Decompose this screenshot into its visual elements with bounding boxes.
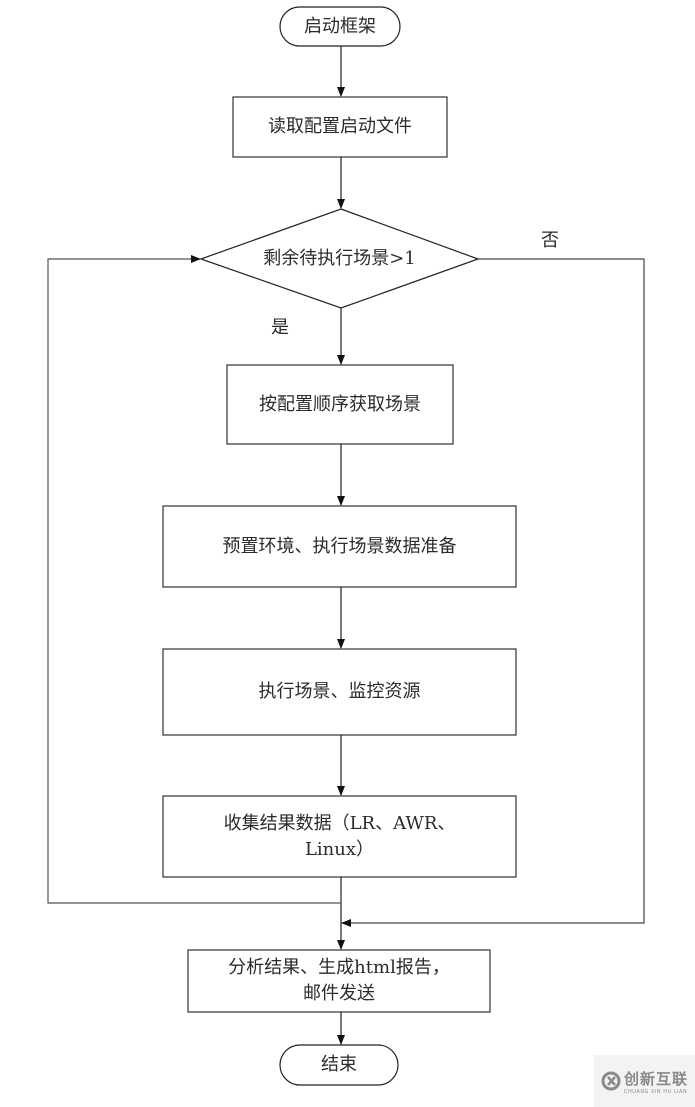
report-label-line1: 分析结果、生成html报告， [228,957,450,978]
watermark-logo-icon [601,1071,621,1091]
watermark-subtext: CHUANG XIN HU LIAN [623,1088,688,1095]
get-scene-box [226,364,454,445]
decision-label: 剩余待执行场景>1 [263,248,416,269]
no-label: 否 [541,230,559,251]
get-scene-label: 按配置顺序获取场景 [259,393,421,415]
end-terminator [279,1044,399,1086]
collect-label: 收集结果数据（LR、AWR、 Linux） [163,796,516,877]
watermark: 创新互联 CHUANG XIN HU LIAN [594,1055,695,1107]
execute-box [162,648,517,736]
read-config-label: 读取配置启动文件 [268,116,412,137]
collect-label-line1: 收集结果数据（LR、AWR、 [223,812,456,834]
loop-back-connector [47,255,341,904]
report-label-line2: 邮件发送 [303,983,375,1004]
report-label: 分析结果、生成html报告， 邮件发送 [188,950,490,1012]
yes-label: 是 [271,317,289,338]
collect-label-line2: Linux） [304,838,375,860]
report-box [187,949,491,1013]
collect-box [162,795,517,878]
no-branch-connector [341,258,645,927]
read-config-box [232,96,448,158]
start-label: 启动框架 [304,15,376,37]
watermark-text: 创新互联 [623,1069,688,1088]
prepare-box [162,505,517,588]
start-terminator [279,6,401,47]
end-label: 结束 [321,1054,357,1075]
execute-label: 执行场景、监控资源 [258,681,421,702]
prepare-label: 预置环境、执行场景数据准备 [222,535,457,557]
